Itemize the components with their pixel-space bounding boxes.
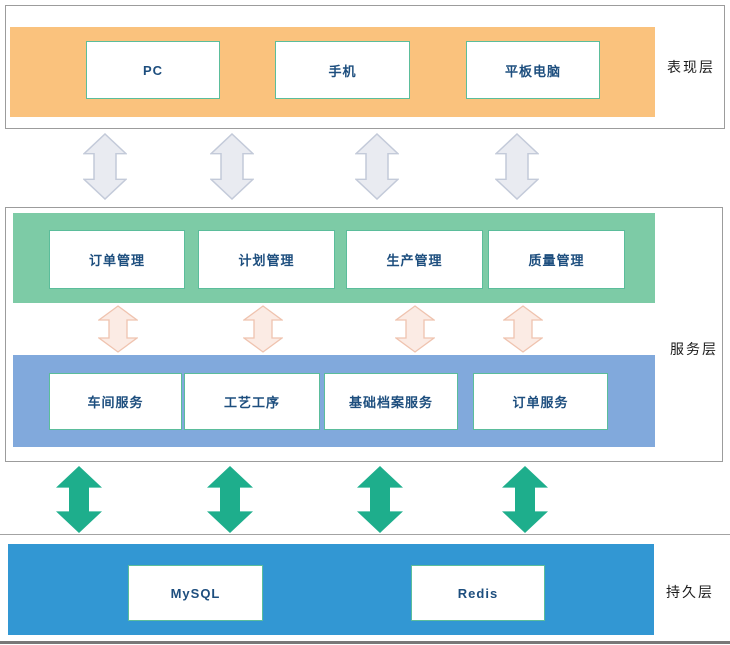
gray-double-arrow-icon [495, 133, 539, 200]
node-plan-management: 计划管理 [198, 230, 335, 289]
gray-double-arrow-icon [355, 133, 399, 200]
persistence-layer-label: 持久层 [666, 584, 714, 600]
service-layer-label: 服务层 [670, 341, 718, 357]
teal-double-arrow-icon [357, 466, 403, 533]
pink-double-arrow-icon [98, 305, 138, 353]
bottom-edge-line [0, 641, 730, 644]
node-order-service: 订单服务 [473, 373, 608, 430]
pink-double-arrow-icon [503, 305, 543, 353]
node-workshop-service: 车间服务 [49, 373, 182, 430]
pink-double-arrow-icon [243, 305, 283, 353]
gray-double-arrow-icon [210, 133, 254, 200]
node-mysql: MySQL [128, 565, 263, 621]
node-tablet: 平板电脑 [466, 41, 600, 99]
node-order-management: 订单管理 [49, 230, 185, 289]
pink-double-arrow-icon [395, 305, 435, 353]
teal-double-arrow-icon [56, 466, 102, 533]
node-quality-management: 质量管理 [488, 230, 625, 289]
presentation-layer-label: 表现层 [667, 59, 715, 75]
node-basic-archive-service: 基础档案服务 [324, 373, 458, 430]
node-mobile: 手机 [275, 41, 410, 99]
teal-double-arrow-icon [502, 466, 548, 533]
node-pc: PC [86, 41, 220, 99]
node-production-management: 生产管理 [346, 230, 483, 289]
persistence-layer-band [8, 544, 654, 635]
teal-double-arrow-icon [207, 466, 253, 533]
node-redis: Redis [411, 565, 545, 621]
persistence-box-top-border [0, 534, 730, 535]
gray-double-arrow-icon [83, 133, 127, 200]
node-process-procedure: 工艺工序 [184, 373, 320, 430]
